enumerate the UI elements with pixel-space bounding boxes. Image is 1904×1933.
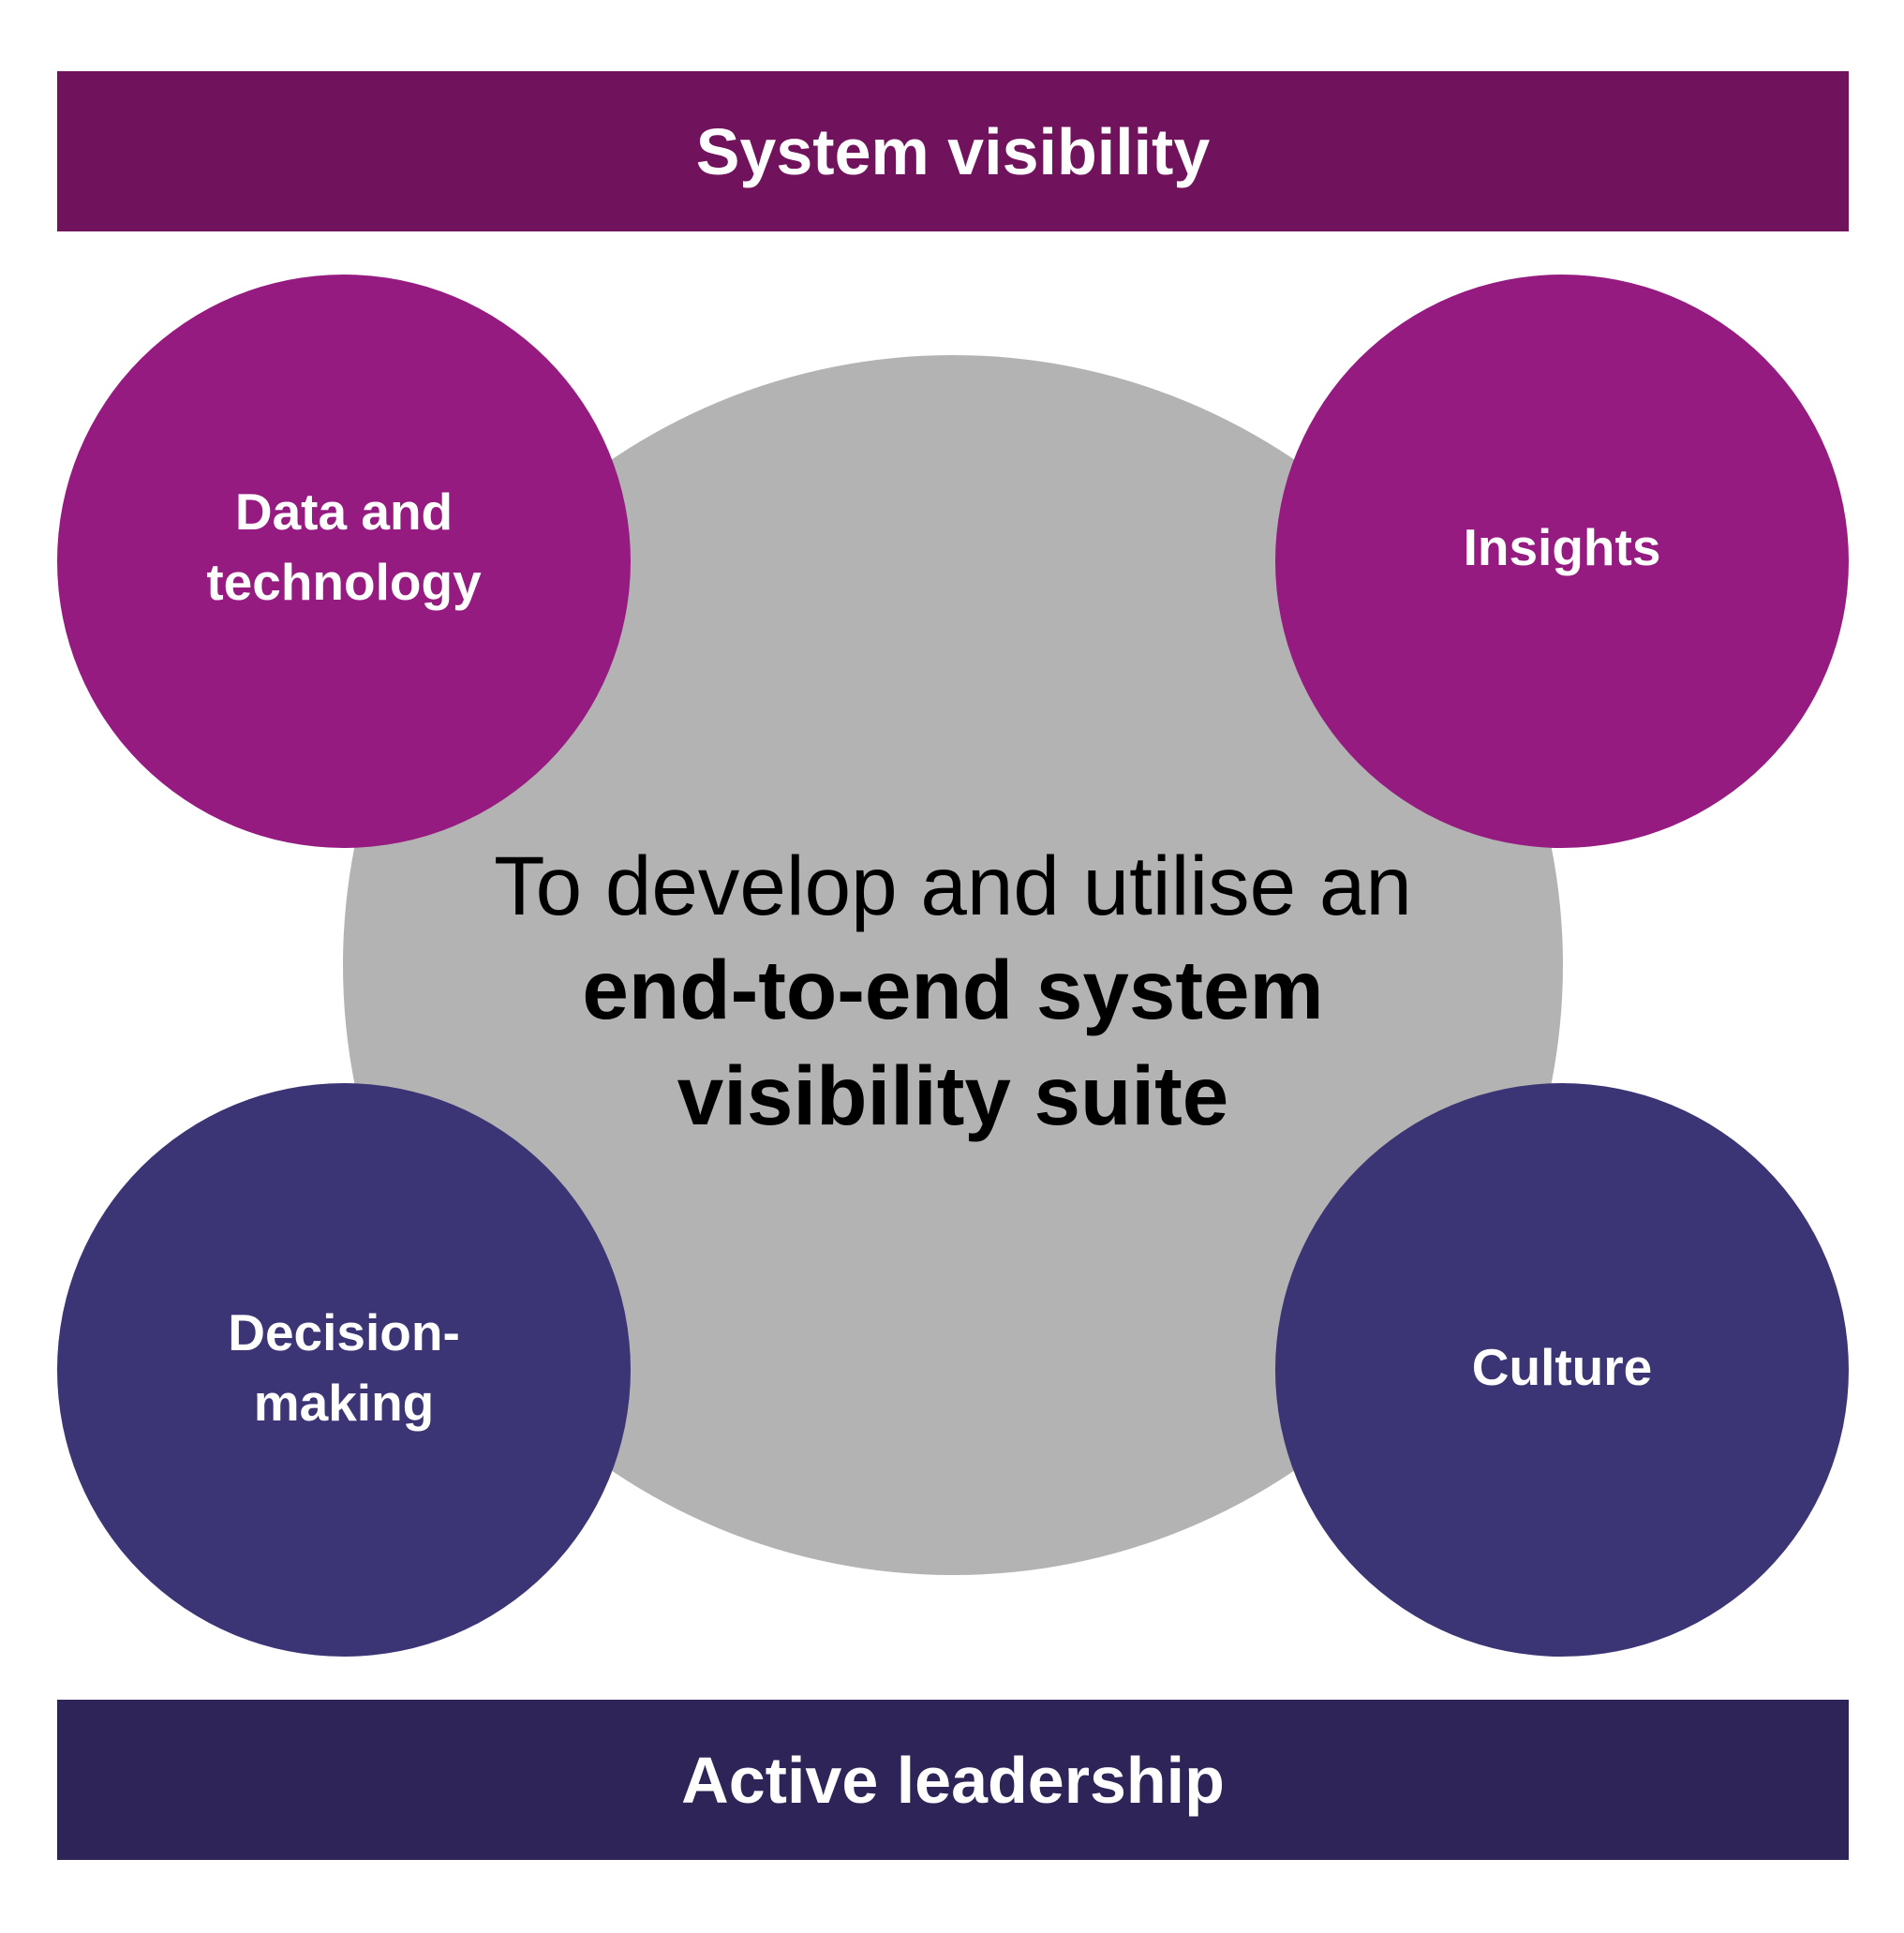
insights-circle: Insights	[1275, 275, 1849, 848]
active-leadership-banner: Active leadership	[57, 1700, 1849, 1860]
data-and-technology-label: Data and technology	[206, 483, 482, 611]
decision-making-circle: Decision-making	[57, 1083, 631, 1657]
system-visibility-label: System visibility	[695, 114, 1211, 188]
insights-label: Insights	[1463, 517, 1661, 576]
mission-emphasis: end-to-end system visibility suite	[582, 943, 1324, 1142]
active-leadership-label: Active leadership	[681, 1743, 1225, 1817]
decision-making-label: Decision-making	[228, 1302, 460, 1432]
culture-circle: Culture	[1275, 1083, 1849, 1657]
culture-label: Culture	[1471, 1338, 1653, 1396]
mission-intro: To develop and utilise an	[494, 839, 1412, 932]
mission-statement: To develop and utilise an end-to-end sys…	[412, 834, 1494, 1149]
system-visibility-banner: System visibility	[57, 71, 1849, 231]
data-and-technology-circle: Data and technology	[57, 275, 631, 848]
